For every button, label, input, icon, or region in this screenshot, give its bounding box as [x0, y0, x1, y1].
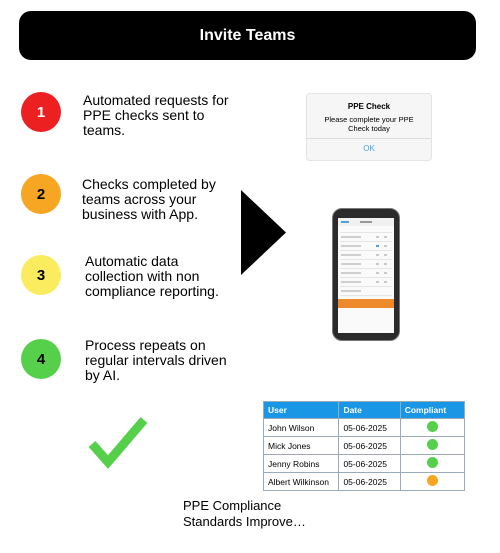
step-1-badge: 1 — [21, 92, 61, 132]
dialog-message: Please complete your PPE Check today — [324, 115, 414, 133]
status-dot-green — [426, 439, 438, 450]
status-dot-green — [426, 421, 438, 432]
column-header-user: User — [262, 401, 340, 419]
step-3-badge: 3 — [21, 255, 61, 295]
cell-user: Mick Jones — [262, 436, 340, 455]
dialog-title: PPE Check — [347, 102, 391, 111]
cell-user: John Wilson — [262, 418, 340, 437]
dialog-divider — [307, 138, 431, 139]
header-title: Invite Teams — [199, 26, 296, 44]
cell-user: Jenny Robins — [262, 454, 340, 473]
status-dot-orange — [426, 475, 438, 486]
column-header-date: Date — [338, 401, 401, 419]
cell-date: 05-06-2025 — [338, 418, 401, 437]
step-4-badge: 4 — [21, 339, 61, 379]
step-4-number: 4 — [36, 350, 46, 368]
dialog-ok-button[interactable]: OK — [363, 144, 375, 153]
cell-compliant — [399, 472, 466, 491]
cell-user: Albert Wilkinson — [262, 472, 340, 491]
step-1-text: Automated requests for PPE checks sent t… — [83, 92, 229, 138]
step-2-badge: 2 — [21, 174, 61, 214]
step-3-number: 3 — [36, 266, 46, 284]
step-3-text: Automatic data collection with non compl… — [85, 253, 219, 299]
table-header-row: User Date Compliant — [262, 401, 466, 419]
status-dot-green — [426, 457, 438, 468]
step-2-text: Checks completed by teams across your bu… — [82, 176, 216, 222]
table-row: Mick Jones 05-06-2025 — [262, 436, 466, 455]
step-2-number: 2 — [36, 185, 46, 203]
cell-date: 05-06-2025 — [338, 454, 401, 473]
step-1-number: 1 — [36, 103, 46, 121]
column-header-compliant: Compliant — [399, 401, 466, 419]
compliance-table: User Date Compliant John Wilson 05-06-20… — [262, 401, 466, 491]
table-row: Albert Wilkinson 05-06-2025 — [262, 472, 466, 491]
cell-date: 05-06-2025 — [338, 472, 401, 491]
cell-compliant — [399, 418, 466, 437]
cell-date: 05-06-2025 — [338, 436, 401, 455]
right-arrow-icon — [241, 190, 286, 275]
phone-submit-bar — [338, 299, 394, 308]
cell-compliant — [399, 436, 466, 455]
smartphone-icon — [332, 208, 400, 341]
ppe-check-dialog: PPE Check Please complete your PPE Check… — [306, 93, 432, 161]
invite-teams-header: Invite Teams — [19, 11, 476, 60]
cell-compliant — [399, 454, 466, 473]
table-row: John Wilson 05-06-2025 — [262, 418, 466, 437]
table-row: Jenny Robins 05-06-2025 — [262, 454, 466, 473]
footer-caption: PPE Compliance Standards Improve… — [183, 498, 306, 529]
checkmark-icon — [88, 417, 148, 469]
phone-screen — [338, 218, 394, 333]
step-4-text: Process repeats on regular intervals dri… — [85, 337, 227, 383]
